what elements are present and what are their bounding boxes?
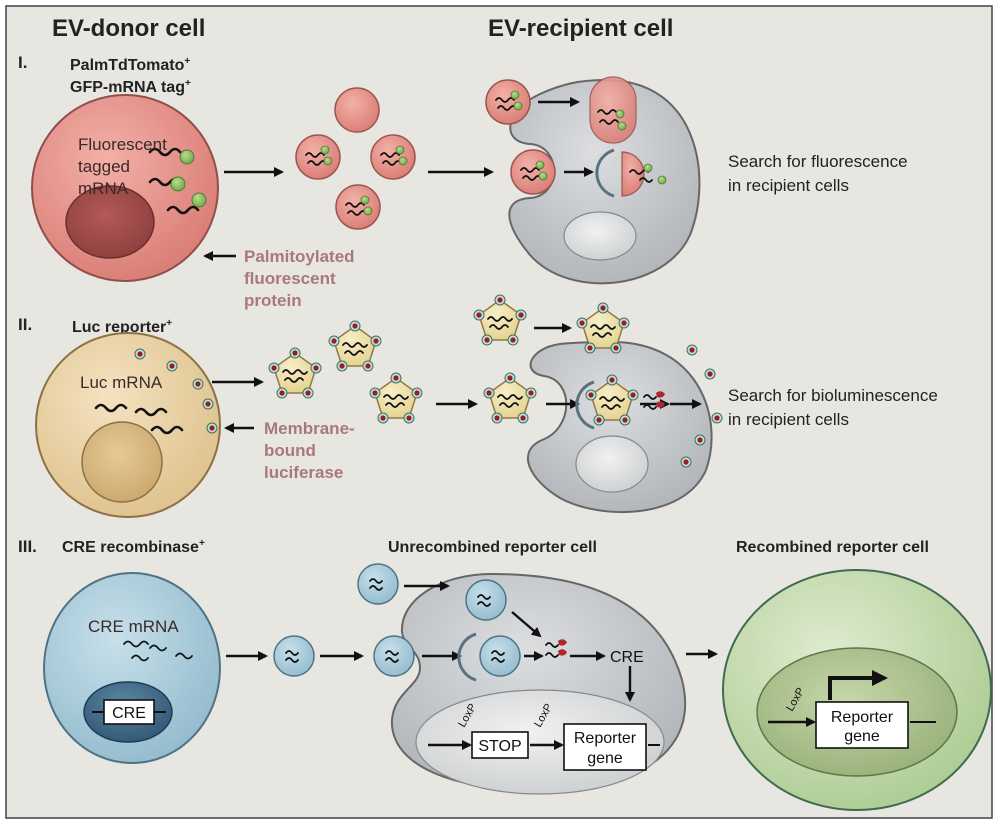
ev-cre-approaching bbox=[357, 563, 399, 605]
section-1-tag-line-1: PalmTdTomato+ bbox=[70, 56, 190, 74]
recombined-reporter-cell bbox=[722, 569, 992, 811]
unrecombined-title: Unrecombined reporter cell bbox=[388, 539, 597, 556]
callout-bound: bound bbox=[264, 441, 316, 460]
callout-palmitoylated: Palmitoylated bbox=[244, 247, 355, 266]
ev-cre bbox=[273, 635, 315, 677]
donor-cell-blue bbox=[43, 572, 221, 764]
ev-red bbox=[295, 134, 341, 180]
donor-cell-red bbox=[31, 94, 219, 282]
ev-red-empty bbox=[334, 87, 380, 133]
reporter-label-2-recombined: gene bbox=[844, 728, 880, 745]
recipient-nucleus-1 bbox=[563, 211, 637, 261]
recombined-title: Recombined reporter cell bbox=[736, 539, 929, 556]
donor-label-luc-mrna: Luc mRNA bbox=[80, 373, 163, 392]
section-2-tag: Luc reporter+ bbox=[72, 318, 172, 336]
unrecombined-construct bbox=[428, 723, 660, 771]
callout-protein: protein bbox=[244, 291, 302, 310]
recipient-header: EV-recipient cell bbox=[488, 15, 673, 42]
recipient-cell-2 bbox=[527, 340, 723, 513]
section-1-tag-line-2: GFP-mRNA tag+ bbox=[70, 78, 191, 96]
reporter-label-1-recombined: Reporter bbox=[831, 709, 894, 726]
donor-cell-tan bbox=[35, 332, 221, 518]
donor-label-cre-mrna: CRE mRNA bbox=[88, 617, 179, 636]
ev-red-approaching bbox=[485, 79, 531, 125]
readout-bioluminescence-2: in recipient cells bbox=[728, 410, 849, 429]
donor-label-fluorescent: Fluorescent bbox=[78, 135, 167, 154]
readout-bioluminescence-1: Search for bioluminescence bbox=[728, 386, 938, 405]
section-2-numeral: II. bbox=[18, 315, 32, 334]
donor-header: EV-donor cell bbox=[52, 15, 205, 42]
arrow-cre-release-top bbox=[511, 611, 542, 638]
ev-cre-docking bbox=[373, 635, 415, 677]
ev-red bbox=[335, 184, 381, 230]
reporter-label-1-unrecombined: Reporter bbox=[574, 730, 637, 747]
recipient-nucleus-2 bbox=[575, 435, 649, 493]
section-3-tag: CRE recombinase+ bbox=[62, 538, 205, 556]
callout-luciferase: luciferase bbox=[264, 463, 343, 482]
ev-endosome-cre bbox=[457, 632, 521, 682]
section-3-numeral: III. bbox=[18, 537, 37, 556]
donor-nucleus-tan bbox=[81, 421, 163, 503]
reporter-gene-box-recombined bbox=[815, 701, 909, 749]
ev-red-docking bbox=[510, 149, 556, 195]
stop-label: STOP bbox=[478, 738, 521, 755]
stop-cassette-box bbox=[471, 731, 529, 759]
donor-label-tagged: tagged bbox=[78, 157, 130, 176]
recipient-cell-1 bbox=[508, 78, 701, 285]
donor-label-mrna: mRNA bbox=[78, 179, 129, 198]
ev-cre-fusing bbox=[465, 579, 507, 621]
callout-membrane: Membrane- bbox=[264, 419, 355, 438]
ev-endosome-luc bbox=[575, 375, 638, 430]
readout-fluorescence-1: Search for fluorescence bbox=[728, 152, 908, 171]
ev-fusing-membrane bbox=[589, 76, 637, 144]
cre-gene-box bbox=[103, 699, 155, 725]
reporter-label-2-unrecombined: gene bbox=[587, 750, 623, 767]
readout-fluorescence-2: in recipient cells bbox=[728, 176, 849, 195]
ev-endosome-red bbox=[595, 148, 667, 198]
section-1-numeral: I. bbox=[18, 53, 27, 72]
transcription-start-arrow-icon bbox=[828, 676, 876, 700]
cre-protein-label: CRE bbox=[610, 649, 644, 666]
reporter-gene-box-unrecombined bbox=[563, 723, 647, 771]
ev-red bbox=[370, 134, 416, 180]
callout-fluorescent: fluorescent bbox=[244, 269, 336, 288]
donor-nucleus-red bbox=[65, 185, 155, 259]
gfp-tag-icon bbox=[179, 149, 195, 165]
cre-gene-label: CRE bbox=[112, 705, 146, 722]
